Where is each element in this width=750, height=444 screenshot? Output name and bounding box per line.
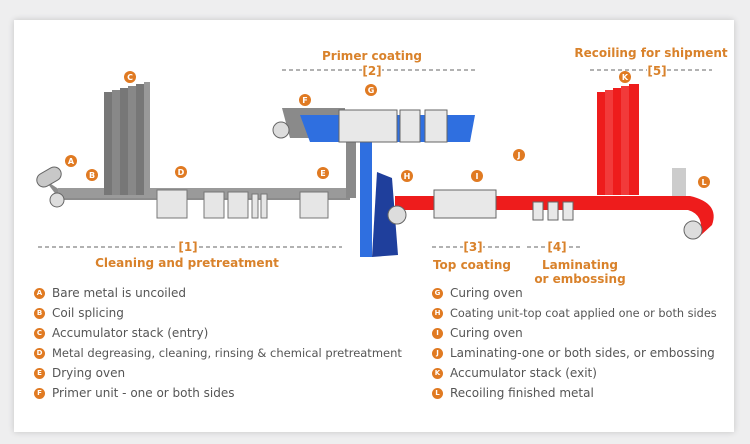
section-4-tag: [4] [547,240,566,254]
legend-item: G Curing oven [432,283,717,303]
legend-item: A Bare metal is uncoiled [34,283,402,303]
legend-text: Coil splicing [52,306,124,320]
legend-text: Curing oven [450,326,523,340]
svg-text:L: L [701,178,706,187]
svg-text:B: B [89,171,95,180]
primer-coating-title: Primer coating [322,49,422,63]
marker-badge: J [432,347,443,359]
legend-item: C Accumulator stack (entry) [34,323,402,343]
legend-item: B Coil splicing [34,303,402,323]
legend-text: Drying oven [52,366,126,380]
svg-text:I: I [476,172,479,181]
section-2-tag: [2] [362,64,381,78]
legend-text: Curing oven [450,286,523,300]
section-5-tag: [5] [647,64,666,78]
svg-text:G: G [368,86,375,95]
marker-badge: E [34,367,45,379]
marker-badge: F [34,387,45,399]
legend-text: Accumulator stack (entry) [52,326,209,340]
marker-h: H [401,170,413,182]
legend-item: E Drying oven [34,363,402,383]
legend-text: Laminating-one or both sides, or embossi… [450,346,715,360]
legend-right: G Curing oven H Coating unit-top coat appl… [432,283,717,403]
marker-badge: L [432,387,443,399]
marker-badge: K [432,367,443,379]
cleaning-title: Cleaning and pretreatment [95,256,279,270]
marker-badge: I [432,327,443,339]
finishing-strip [387,84,714,240]
marker-e: E [317,167,329,179]
pretreatment-tanks [156,189,329,219]
primer-section [272,109,475,257]
laminating-title-line2: or embossing [534,272,625,286]
marker-b: B [86,169,98,181]
svg-text:C: C [127,73,133,82]
marker-l: L [698,176,710,188]
marker-d: D [175,166,187,178]
legend-item: F Primer unit - one or both sides [34,383,402,403]
marker-j: J [513,149,525,161]
legend-text: Bare metal is uncoiled [52,286,186,300]
svg-text:K: K [622,73,629,82]
svg-text:E: E [320,169,325,178]
marker-badge: G [432,287,443,299]
marker-c: C [124,71,136,83]
legend-item: D Metal degreasing, cleaning, rinsing & c… [34,343,402,363]
legend-item: H Coating unit-top coat applied one or bo… [432,303,717,323]
marker-k: K [619,71,631,83]
step-markers: A B C D E F G H I J K L [65,71,710,188]
section-3-tag: [3] [463,240,482,254]
legend-text: Metal degreasing, cleaning, rinsing & ch… [52,346,402,360]
uncoiler-roll [36,166,65,208]
marker-a: A [65,155,77,167]
legend-item: K Accumulator stack (exit) [432,363,717,383]
top-coating-title: Top coating [433,258,511,272]
marker-badge: C [34,327,45,339]
section-1-tag: [1] [178,240,197,254]
marker-f: F [299,94,311,106]
marker-badge: D [34,347,45,359]
svg-text:A: A [68,157,75,166]
svg-text:F: F [302,96,307,105]
svg-text:J: J [517,151,521,160]
svg-text:H: H [404,172,411,181]
entry-accumulator-stack [104,82,150,195]
svg-text:D: D [178,168,185,177]
laminating-title-line1: Laminating [542,258,618,272]
legend-left: A Bare metal is uncoiled B Coil splicing C… [34,283,402,403]
legend-text: Accumulator stack (exit) [450,366,597,380]
legend-text: Primer unit - one or both sides [52,386,235,400]
marker-badge: A [34,287,45,299]
legend-item: J Laminating-one or both sides, or emboss… [432,343,717,363]
legend-item: L Recoiling finished metal [432,383,717,403]
legend-text: Coating unit-top coat applied one or bot… [450,306,717,320]
recoiling-title: Recoiling for shipment [574,46,728,60]
marker-g: G [365,84,377,96]
legend-text: Recoiling finished metal [450,386,594,400]
marker-badge: B [34,307,45,319]
marker-badge: H [432,307,443,319]
marker-i: I [471,170,483,182]
legend-item: I Curing oven [432,323,717,343]
